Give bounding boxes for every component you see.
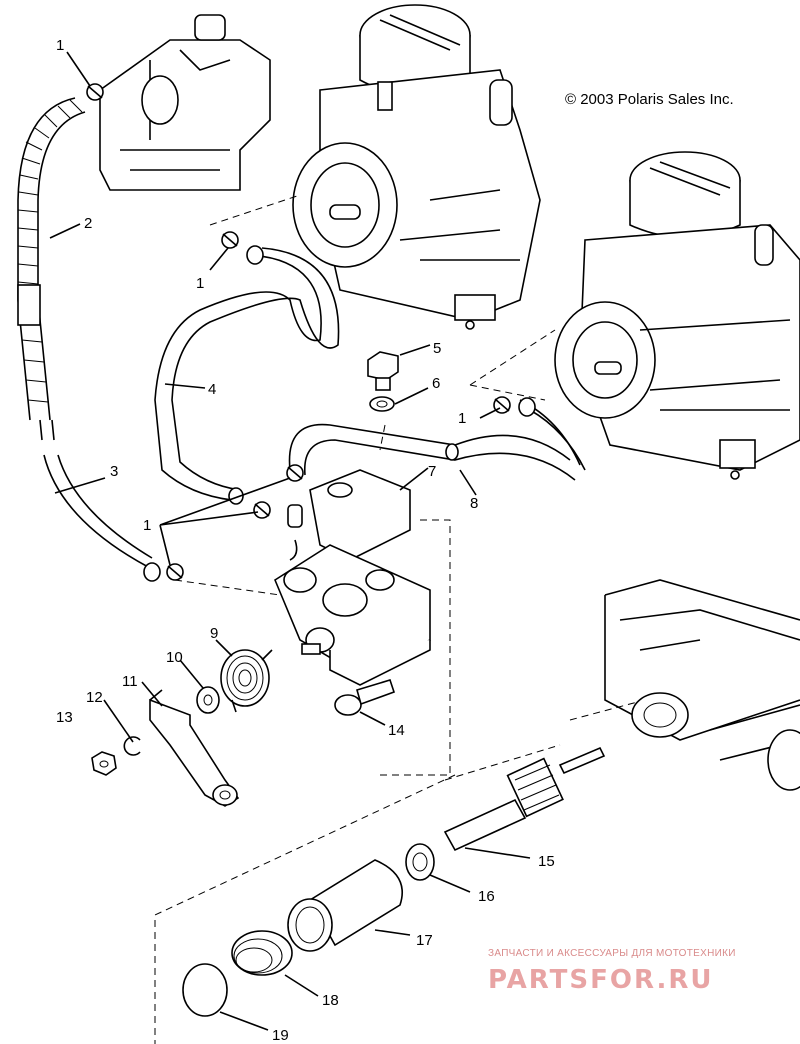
callout-6: 6 — [432, 375, 440, 392]
banjo-bolt-5 — [367, 351, 399, 391]
callout-numbers: 1 2 3 1 4 5 6 7 8 1 1 9 10 11 12 13 14 1… — [56, 37, 555, 1044]
callout-10: 10 — [166, 649, 183, 666]
callout-14: 14 — [388, 722, 405, 739]
washer-16 — [405, 843, 435, 881]
oil-pump-drive-gear-15 — [443, 746, 606, 852]
spring-9 — [220, 649, 273, 713]
callout-12: 12 — [86, 689, 103, 706]
callout-13: 13 — [56, 709, 73, 726]
callout-4: 4 — [208, 381, 216, 398]
callout-7: 7 — [428, 463, 436, 480]
oil-hose-8 — [288, 397, 586, 481]
control-lever-11 — [149, 689, 240, 807]
o-ring-19 — [182, 963, 228, 1017]
callout-1-pump: 1 — [143, 517, 151, 534]
nut-13 — [91, 751, 117, 776]
callout-11: 11 — [122, 673, 138, 690]
washer-10 — [196, 686, 220, 714]
washer-6 — [369, 396, 395, 412]
callout-18: 18 — [322, 992, 339, 1009]
oil-hose-3 — [43, 454, 161, 582]
carb-mount-fragment — [99, 14, 271, 191]
callout-1-top: 1 — [56, 37, 64, 54]
oil-hose-2 — [17, 97, 86, 441]
callout-leaders — [49, 51, 531, 1031]
callout-1-carb: 1 — [196, 275, 204, 292]
carburetor-upper — [292, 4, 541, 330]
watermark-logo: PARTSFOR.RU — [488, 965, 713, 995]
assembly-leader-lines — [154, 194, 646, 1044]
callout-19: 19 — [272, 1027, 289, 1044]
callout-3: 3 — [110, 463, 118, 480]
sleeve-17 — [287, 859, 403, 952]
clamp-1-carb-upper — [221, 231, 239, 249]
copyright-text: © 2003 Polaris Sales Inc. — [565, 91, 734, 108]
callout-1-right: 1 — [458, 410, 466, 427]
watermark-tagline: ЗАПЧАСТИ И АКСЕССУАРЫ ДЛЯ МОТОТЕХНИКИ — [488, 948, 736, 959]
callout-15: 15 — [538, 853, 555, 870]
callout-17: 17 — [416, 932, 433, 949]
e-clip-12 — [123, 736, 141, 756]
oil-pump-7 — [274, 469, 431, 686]
clamp-1-pump-a — [286, 464, 304, 482]
seal-18 — [231, 930, 293, 976]
callout-5: 5 — [433, 340, 441, 357]
clamp-1-pump-c — [166, 563, 184, 581]
callout-16: 16 — [478, 888, 495, 905]
callout-2: 2 — [84, 215, 92, 232]
clamp-1-top — [86, 83, 104, 101]
callout-8: 8 — [470, 495, 478, 512]
crankcase-fragment — [604, 579, 800, 791]
bolt-14 — [334, 679, 396, 716]
carburetor-lower — [554, 151, 800, 480]
hose-clamps — [86, 83, 511, 581]
clamp-1-pump-b — [253, 501, 271, 519]
callout-9: 9 — [210, 625, 218, 642]
oil-hose-4 — [154, 245, 340, 505]
watermark: ЗАПЧАСТИ И АКСЕССУАРЫ ДЛЯ МОТОТЕХНИКИ PA… — [488, 948, 736, 995]
